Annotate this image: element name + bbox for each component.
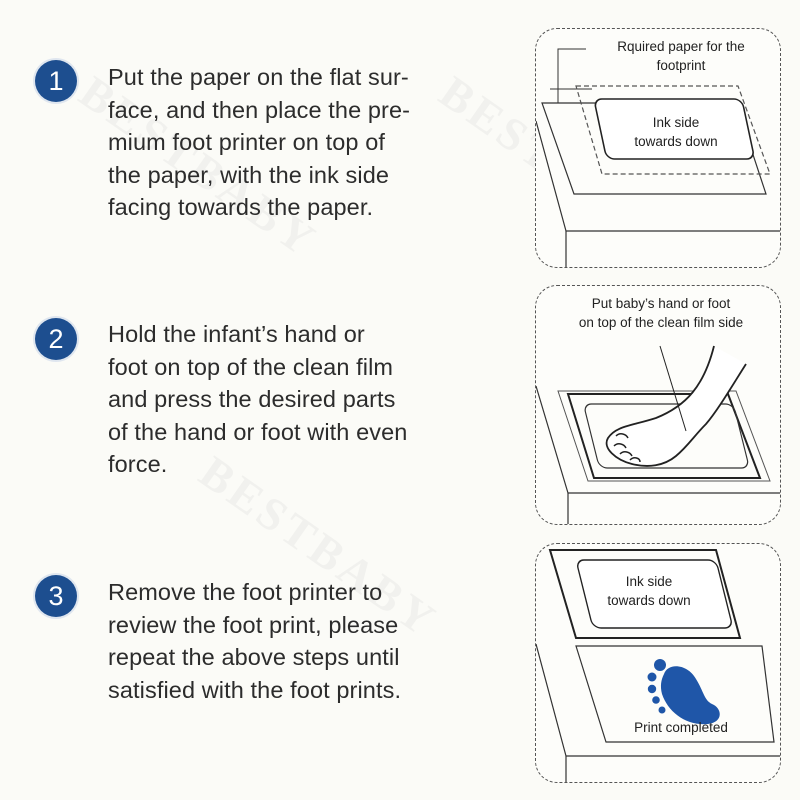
foot-icon <box>605 345 747 467</box>
step-instruction-text: Remove the foot printer to review the fo… <box>108 579 402 703</box>
step-number-badge: 3 <box>35 575 77 617</box>
illustration-panel-2: Put baby’s hand or foot on top of the cl… <box>535 285 781 525</box>
ink-side-label: Ink side towards down <box>634 115 718 149</box>
print-completed-label: Print completed <box>634 720 728 735</box>
ink-side-label: Ink side towards down <box>607 574 691 608</box>
print-completed-illustration <box>536 549 780 782</box>
paper-and-printer-illustration <box>536 48 780 267</box>
foot-on-film-illustration <box>536 345 780 524</box>
step-number-badge: 2 <box>35 318 77 360</box>
illustration-panel-1: Rquired paper for the footprint Ink side… <box>535 28 781 268</box>
paper-label: Rquired paper for the footprint <box>617 39 745 73</box>
illustration-panel-3: Ink side towards down Print completed <box>535 543 781 783</box>
step-instruction-text: Put the paper on the flat sur- face, and… <box>108 64 411 220</box>
step-instruction-text: Hold the infant’s hand or foot on top of… <box>108 321 408 477</box>
instruction-label: Put baby’s hand or foot on top of the cl… <box>578 296 744 330</box>
footprint-icon <box>647 659 720 725</box>
step-number-badge: 1 <box>35 60 77 102</box>
